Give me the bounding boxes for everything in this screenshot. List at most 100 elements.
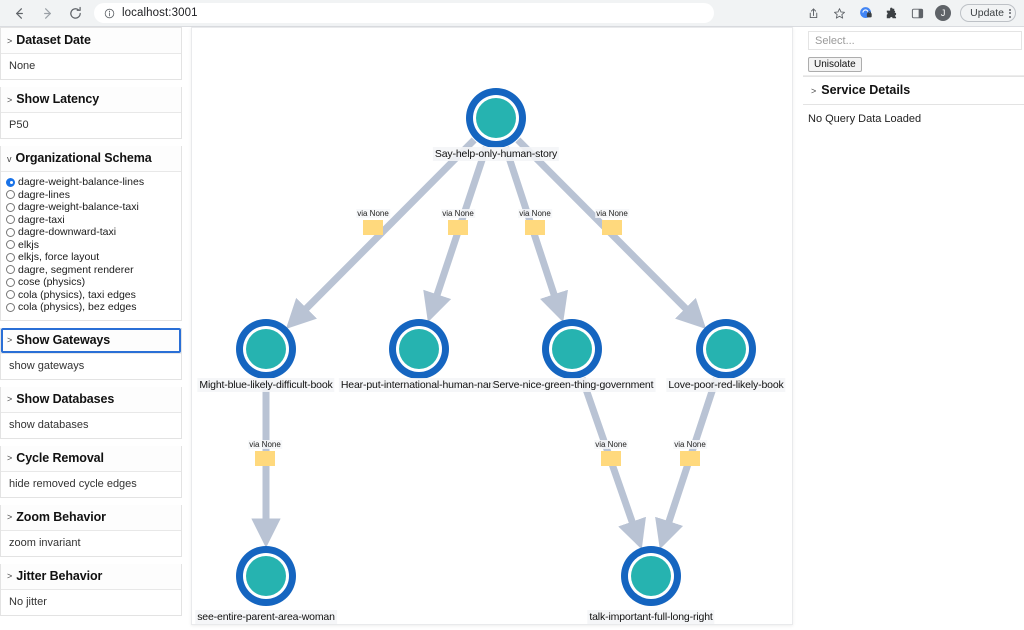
graph-layer[interactable]: via None via None via None via None via None… xyxy=(192,28,792,624)
section-value[interactable]: zoom invariant xyxy=(1,529,181,556)
node-core xyxy=(706,329,746,369)
forward-arrow-icon[interactable] xyxy=(34,1,60,25)
gateway-marker[interactable]: via None xyxy=(594,440,628,466)
gateway-marker[interactable]: via None xyxy=(518,209,552,235)
radio-option-label: dagre-lines xyxy=(18,188,70,201)
radio-button-icon[interactable] xyxy=(6,215,15,225)
navigation-buttons xyxy=(0,1,88,25)
radio-option[interactable]: elkjs, force layout xyxy=(6,251,175,264)
radio-button-icon[interactable] xyxy=(6,290,15,300)
radio-option[interactable]: dagre-taxi xyxy=(6,214,175,227)
chevron-right-icon: > xyxy=(7,394,13,404)
gateway-marker[interactable]: via None xyxy=(673,440,707,466)
radio-option[interactable]: dagre-lines xyxy=(6,189,175,202)
section-header-show-latency[interactable]: >Show Latency xyxy=(1,87,181,112)
radio-option-label: dagre-downward-taxi xyxy=(18,226,117,239)
section-value[interactable]: hide removed cycle edges xyxy=(1,470,181,497)
radio-option[interactable]: cola (physics), bez edges xyxy=(6,301,175,314)
radio-option[interactable]: dagre-downward-taxi xyxy=(6,226,175,239)
side-panel-icon[interactable] xyxy=(909,5,926,22)
radio-button-icon[interactable] xyxy=(6,240,15,250)
kebab-menu-icon[interactable] xyxy=(1009,8,1011,18)
graph-edge[interactable] xyxy=(285,137,477,330)
radio-option[interactable]: dagre, segment renderer xyxy=(6,264,175,277)
gateway-marker[interactable]: via None xyxy=(356,209,390,235)
section-spacer xyxy=(0,616,182,623)
radio-option[interactable]: cola (physics), taxi edges xyxy=(6,289,175,302)
graph-node[interactable] xyxy=(621,546,681,606)
radio-button-icon[interactable] xyxy=(6,227,15,237)
gateway-icon xyxy=(601,451,621,466)
reload-icon[interactable] xyxy=(62,1,88,25)
section-value[interactable]: show gateways xyxy=(1,352,181,379)
section-header-dataset-date[interactable]: >Dataset Date xyxy=(1,28,181,53)
radio-button-icon[interactable] xyxy=(6,252,15,262)
section-value[interactable]: P50 xyxy=(1,112,181,138)
section-header-show-databases[interactable]: >Show Databases xyxy=(1,386,181,412)
section-header-zoom-behavior[interactable]: >Zoom Behavior xyxy=(1,504,181,530)
site-info-icon[interactable] xyxy=(104,8,115,19)
extension-shield-icon[interactable] xyxy=(857,5,874,22)
graph-node[interactable] xyxy=(389,319,449,379)
section-value[interactable]: No jitter xyxy=(1,588,181,615)
section-spacer xyxy=(0,321,182,328)
update-button[interactable]: Update xyxy=(960,4,1016,22)
section-title: Show Latency xyxy=(16,92,100,106)
service-details-header[interactable]: > Service Details xyxy=(803,77,1024,104)
gateway-marker[interactable]: via None xyxy=(441,209,475,235)
section-header-show-gateways[interactable]: >Show Gateways xyxy=(1,327,181,353)
service-select-input[interactable]: Select... xyxy=(808,31,1022,50)
graph-canvas[interactable]: via None via None via None via None via None… xyxy=(191,27,793,625)
radio-button-icon[interactable] xyxy=(6,277,15,287)
radio-button-icon[interactable] xyxy=(6,302,15,312)
graph-node[interactable] xyxy=(542,319,602,379)
graph-node[interactable] xyxy=(236,546,296,606)
radio-option[interactable]: dagre-weight-balance-lines xyxy=(6,176,175,189)
node-label: Hear-put-international-human-nam xyxy=(338,378,500,392)
radio-option-label: dagre-weight-balance-taxi xyxy=(18,201,139,214)
back-arrow-icon[interactable] xyxy=(6,1,32,25)
section-header-cycle-removal[interactable]: >Cycle Removal xyxy=(1,445,181,471)
graph-node[interactable] xyxy=(696,319,756,379)
section-value[interactable]: None xyxy=(1,53,181,79)
section-spacer xyxy=(0,380,182,387)
graph-node[interactable] xyxy=(236,319,296,379)
radio-option-label: elkjs, force layout xyxy=(18,251,100,264)
gateway-label: via None xyxy=(595,209,629,218)
share-icon[interactable] xyxy=(805,5,822,22)
section-value[interactable]: show databases xyxy=(1,411,181,438)
radio-option-label: dagre-weight-balance-lines xyxy=(18,176,145,189)
radio-button-icon[interactable] xyxy=(6,202,15,212)
gateway-marker[interactable]: via None xyxy=(248,440,282,466)
radio-option-label: dagre, segment renderer xyxy=(18,263,134,276)
avatar[interactable]: J xyxy=(935,5,952,21)
radio-option[interactable]: elkjs xyxy=(6,239,175,252)
chevron-right-icon: > xyxy=(7,571,13,581)
radio-option[interactable]: dagre-weight-balance-taxi xyxy=(6,201,175,214)
radio-option[interactable]: cose (physics) xyxy=(6,276,175,289)
section-spacer xyxy=(0,80,182,87)
graph-node[interactable] xyxy=(466,88,526,148)
radio-button-icon[interactable] xyxy=(6,265,15,275)
star-icon[interactable] xyxy=(831,5,848,22)
gateway-icon xyxy=(680,451,700,466)
gateway-marker[interactable]: via None xyxy=(595,209,629,235)
radio-button-icon[interactable] xyxy=(6,190,15,200)
radio-button-icon[interactable] xyxy=(6,177,15,187)
node-core xyxy=(399,329,439,369)
chevron-right-icon: > xyxy=(7,94,13,105)
unisolate-button[interactable]: Unisolate xyxy=(808,57,862,72)
node-label: Love-poor-red-likely-book xyxy=(666,378,786,392)
address-bar[interactable]: localhost:3001 xyxy=(94,3,714,23)
puzzle-icon[interactable] xyxy=(883,5,900,22)
node-core xyxy=(631,556,671,596)
section-header-jitter-behavior[interactable]: >Jitter Behavior xyxy=(1,563,181,589)
